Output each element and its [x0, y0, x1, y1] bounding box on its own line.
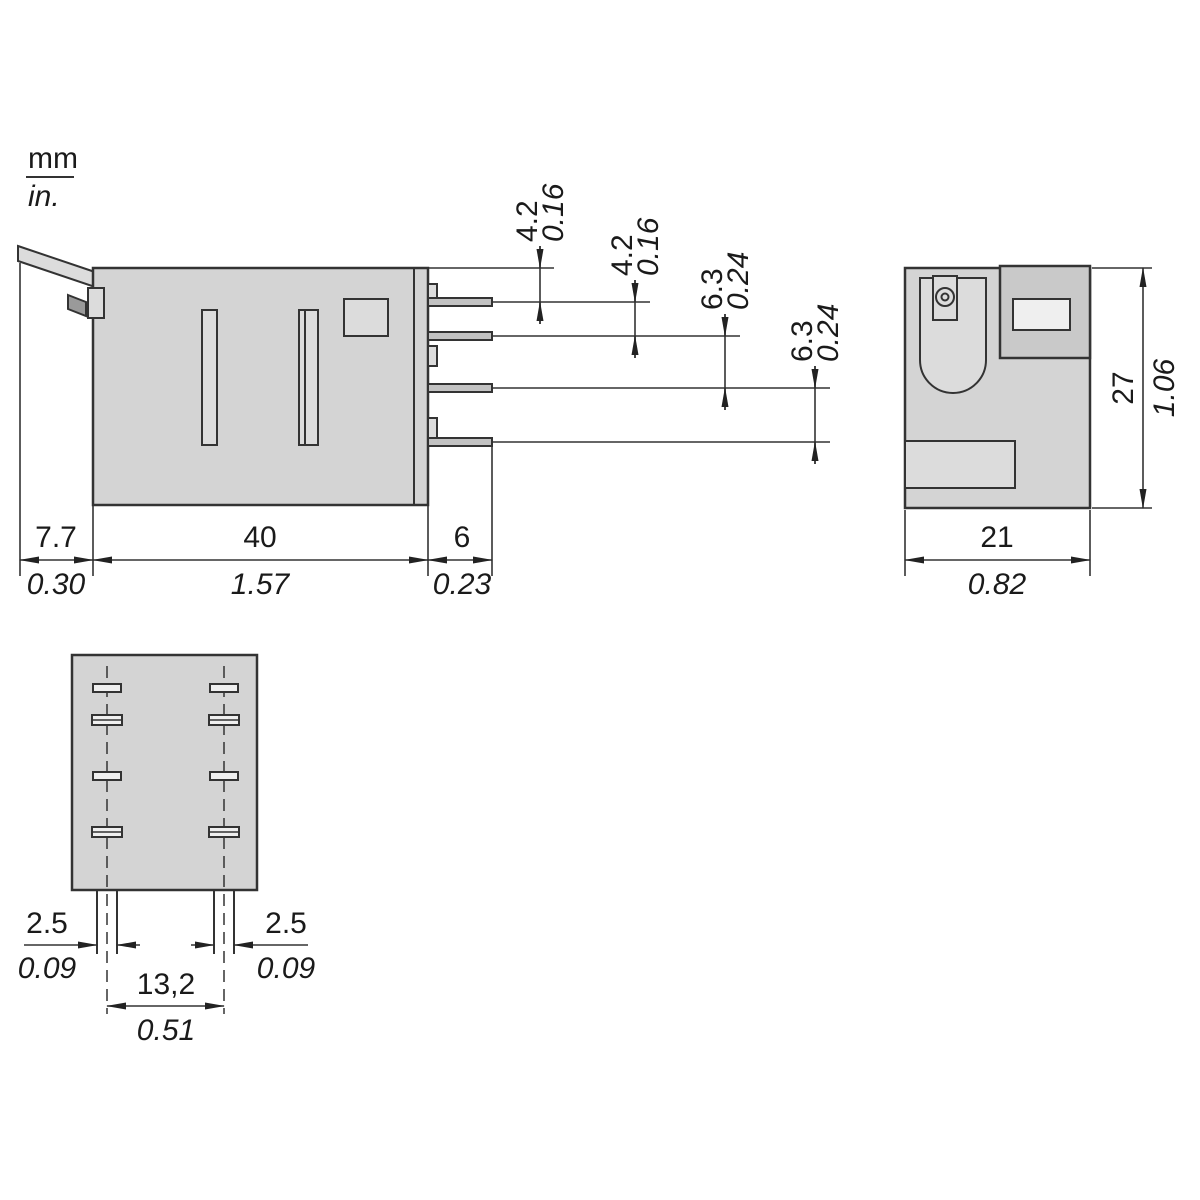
- dim-40-in: 1.57: [231, 568, 291, 601]
- left-latch-notch: [87, 287, 105, 319]
- dim-6-mm: 6: [454, 521, 471, 554]
- dim-a-in: 0.16: [537, 183, 570, 242]
- pin-2: [427, 331, 493, 341]
- dim-25r-in: 0.09: [257, 952, 316, 985]
- dim-6-in: 0.23: [433, 568, 492, 601]
- label-area: [904, 440, 1016, 489]
- dim-132-mm: 13,2: [137, 968, 195, 1001]
- pin-4: [427, 437, 493, 447]
- units-in-label: in.: [28, 180, 60, 213]
- flag-window: [1012, 298, 1071, 331]
- slot-r3: [209, 771, 239, 781]
- dim-c-in: 0.24: [722, 252, 755, 310]
- dim-77-mm: 7.7: [35, 521, 77, 554]
- dim-21-mm: 21: [980, 521, 1013, 554]
- side-view-pin-dimensions: 4.2 0.16 4.2 0.16 6.3 0.24 6.3 0.24: [428, 183, 845, 464]
- dim-d-mm: 6.3: [786, 320, 819, 362]
- clip-pivot-circle: [935, 287, 955, 307]
- units-mm-label: mm: [28, 142, 78, 175]
- clip-pivot-center: [940, 292, 950, 302]
- slot-r1: [209, 683, 239, 693]
- dim-25l-mm: 2.5: [26, 907, 68, 940]
- dim-b-mm: 4.2: [606, 234, 639, 276]
- dim-c-mm: 6.3: [696, 268, 729, 310]
- pin-base-2: [427, 345, 438, 367]
- side-view-width-dimensions: 7.7 0.30 40 1.57 6 0.23: [19, 263, 493, 601]
- dim-77-in: 0.30: [27, 568, 86, 601]
- marking-window: [343, 298, 389, 337]
- pin-1: [427, 297, 493, 307]
- pin-base-3: [427, 417, 438, 439]
- dim-27-mm: 27: [1107, 371, 1140, 404]
- dim-40-mm: 40: [243, 521, 276, 554]
- clip-hook: [67, 293, 87, 318]
- units-legend: mm in.: [26, 142, 78, 213]
- dim-25r-mm: 2.5: [265, 907, 307, 940]
- dim-21-in: 0.82: [968, 568, 1027, 601]
- dim-b-in: 0.16: [632, 217, 665, 276]
- side-slot-2: [298, 309, 319, 446]
- dim-132-in: 0.51: [137, 1014, 195, 1047]
- retaining-clip: [17, 244, 96, 289]
- slot-l1: [92, 683, 122, 693]
- dim-a-mm: 4.2: [511, 200, 544, 242]
- slot-l3: [92, 771, 122, 781]
- dim-27-in: 1.06: [1148, 358, 1181, 417]
- dim-d-in: 0.24: [812, 304, 845, 362]
- bottom-view: 2.5 0.09 2.5 0.09 13,2 0.51: [18, 653, 316, 1047]
- dim-25l-in: 0.09: [18, 952, 77, 985]
- pin-3: [427, 383, 493, 393]
- side-view: [17, 244, 493, 507]
- end-view: 27 1.06 21 0.82: [903, 264, 1181, 601]
- side-slot-1: [201, 309, 218, 446]
